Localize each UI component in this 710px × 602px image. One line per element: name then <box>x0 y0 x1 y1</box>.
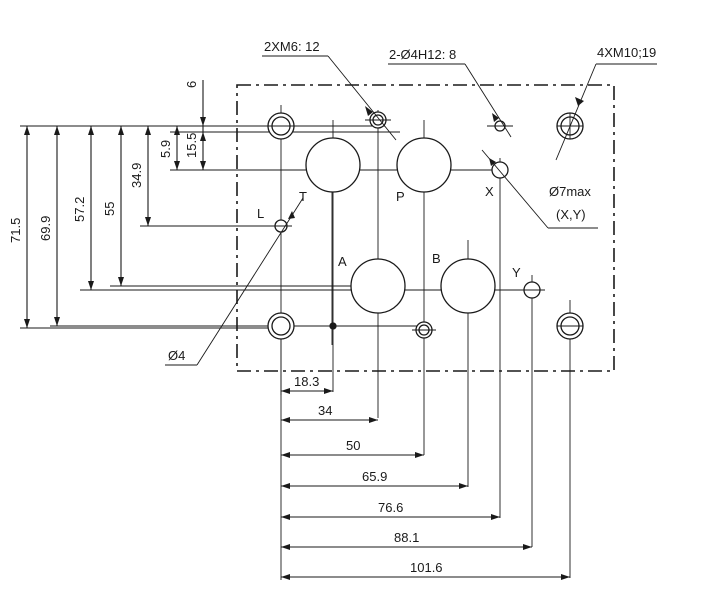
dim-88-1: 88.1 <box>394 530 419 545</box>
dim-15-5: 15.5 <box>184 133 199 158</box>
callout-xy-port: Ø7max <box>549 184 591 199</box>
port-label-b: B <box>432 251 441 266</box>
port-label-p: P <box>396 189 405 204</box>
dim-76-6: 76.6 <box>378 500 403 515</box>
dim-55: 55 <box>102 202 117 216</box>
port-b-circle <box>440 258 496 314</box>
port-p-circle <box>396 137 452 193</box>
dim-57-2: 57.2 <box>72 197 87 222</box>
dim-34: 34 <box>318 403 332 418</box>
dim-6: 6 <box>184 81 199 88</box>
port-label-y: Y <box>512 265 521 280</box>
callout-m6-bolts: 2XM6: 12 <box>264 39 320 54</box>
dim-69-9: 69.9 <box>38 216 53 241</box>
dim-50: 50 <box>346 438 360 453</box>
dim-101-6: 101.6 <box>410 560 443 575</box>
pin-hole-lower <box>329 322 337 330</box>
vertical-dimension-lines <box>24 80 206 328</box>
horizontal-dimension-lines <box>281 388 570 580</box>
callout-leaders <box>165 55 657 366</box>
dim-18-3: 18.3 <box>294 374 319 389</box>
dim-71-5: 71.5 <box>8 218 23 243</box>
mounting-holes <box>267 111 584 340</box>
callout-locating-hole: Ø4 <box>168 348 185 363</box>
callout-m10-bolts: 4XM10;19 <box>597 45 656 60</box>
port-a-circle <box>350 258 406 314</box>
port-label-x: X <box>485 184 494 199</box>
dim-34-9: 34.9 <box>129 163 144 188</box>
port-t-circle <box>305 137 361 193</box>
port-label-l: L <box>257 206 264 221</box>
port-label-t: T <box>299 189 307 204</box>
dim-65-9: 65.9 <box>362 469 387 484</box>
port-label-a: A <box>338 254 347 269</box>
mounting-surface-outline <box>236 84 615 372</box>
dim-5-9: 5.9 <box>158 140 173 158</box>
callout-xy-port-sub: (X,Y) <box>556 207 586 222</box>
callout-pin-hole: 2-Ø4H12: 8 <box>389 47 456 62</box>
